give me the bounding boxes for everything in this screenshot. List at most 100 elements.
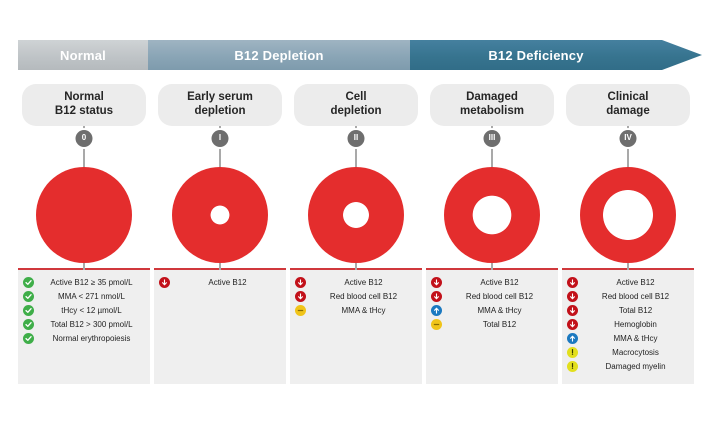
stage-connector: 0 — [18, 125, 150, 162]
marker-label: MMA & tHcy — [477, 305, 522, 315]
stage-title-pill[interactable]: Damaged metabolism — [430, 84, 554, 126]
check-icon — [23, 332, 34, 344]
marker-row: Total B12 — [431, 318, 553, 330]
marker-row: Hemoglobin — [567, 318, 689, 330]
progression-segment-label: B12 Depletion — [234, 47, 324, 63]
stage-title-line1: Damaged — [466, 91, 518, 103]
arrow-up-icon — [567, 332, 578, 344]
warning-icon — [567, 360, 578, 372]
stage-connector: IV — [562, 125, 694, 162]
arrow-down-icon — [567, 304, 578, 316]
marker-label: MMA & tHcy — [341, 305, 386, 315]
stage-title-pill[interactable]: Clinical damage — [566, 84, 690, 126]
arrow-down-icon — [431, 290, 442, 302]
stage-connector: II — [290, 125, 422, 162]
marker-row: Active B12 — [295, 276, 417, 288]
stage-number-badge: 0 — [75, 129, 93, 147]
arrow-down-icon — [159, 276, 170, 288]
check-icon — [23, 304, 34, 316]
stage-connector: III — [426, 125, 558, 162]
marker-label: Normal erythropoiesis — [52, 333, 131, 343]
marker-row: Macrocytosis — [567, 346, 689, 358]
stage-title-line2: depletion — [330, 105, 382, 118]
stage-title-line2: depletion — [194, 105, 246, 118]
marker-label: Total B12 — [482, 319, 517, 329]
marker-row: Damaged myelin — [567, 360, 689, 372]
progression-segment-label: Normal — [60, 47, 106, 63]
marker-row: MMA & tHcy — [567, 332, 689, 344]
marker-row: tHcy < 12 µmol/L — [23, 304, 145, 316]
marker-label: Macrocytosis — [612, 347, 659, 357]
b12-level-donut-wrap — [426, 161, 558, 268]
flat-icon — [295, 304, 306, 316]
progression-arrowhead-icon — [662, 40, 702, 70]
stage-title-line2: B12 status — [54, 105, 114, 118]
stage-connector: I — [154, 125, 286, 162]
marker-label: Active B12 — [616, 277, 655, 287]
stage-title-line1: Early serum — [187, 91, 253, 103]
connector-line — [491, 258, 493, 270]
marker-row: Active B12 ≥ 35 pmol/L — [23, 276, 145, 288]
progression-segment-normal: Normal — [18, 40, 148, 70]
marker-row: Active B12 — [159, 276, 281, 288]
marker-label: Red blood cell B12 — [465, 291, 534, 301]
b12-level-donut — [580, 166, 676, 263]
warning-icon — [567, 346, 578, 358]
marker-label: MMA < 271 nmol/L — [58, 291, 125, 301]
stage-title-pill[interactable]: Early serum depletion — [158, 84, 282, 126]
marker-label: Active B12 — [480, 277, 519, 287]
marker-label: Active B12 ≥ 35 pmol/L — [50, 277, 133, 287]
check-icon — [23, 318, 34, 330]
marker-label: Red blood cell B12 — [329, 291, 398, 301]
arrow-down-icon — [567, 318, 578, 330]
stage-marker-legend: Active B12 ≥ 35 pmol/L MMA < 271 nmol/L tH… — [18, 258, 150, 384]
marker-row: Normal erythropoiesis — [23, 332, 145, 344]
marker-label: Active B12 — [344, 277, 383, 287]
marker-row: Red blood cell B12 — [431, 290, 553, 302]
b12-level-donut — [172, 166, 268, 263]
b12-level-donut — [36, 166, 132, 263]
arrow-down-icon — [295, 290, 306, 302]
marker-row: MMA & tHcy — [295, 304, 417, 316]
connector-line — [355, 258, 357, 270]
b12-level-donut-wrap — [154, 161, 286, 268]
marker-row: Total B12 > 300 pmol/L — [23, 318, 145, 330]
marker-label: Hemoglobin — [614, 319, 657, 329]
arrow-up-icon — [431, 304, 442, 316]
marker-label: Total B12 > 300 pmol/L — [50, 319, 133, 329]
marker-row: Red blood cell B12 — [295, 290, 417, 302]
b12-level-donut — [308, 166, 404, 263]
stage-marker-legend: Active B12 — [154, 258, 286, 384]
marker-label: MMA & tHcy — [613, 333, 658, 343]
check-icon — [23, 290, 34, 302]
stage-number-badge: III — [483, 129, 501, 147]
stage-title-line2: damage — [606, 105, 650, 118]
marker-row: Active B12 — [431, 276, 553, 288]
stage-title-pill[interactable]: Cell depletion — [294, 84, 418, 126]
arrow-down-icon — [567, 276, 578, 288]
marker-label: Damaged myelin — [605, 361, 666, 371]
progression-segment-deficiency: B12 Deficiency — [410, 40, 662, 70]
marker-row: Total B12 — [567, 304, 689, 316]
marker-row: Active B12 — [567, 276, 689, 288]
check-icon — [23, 276, 34, 288]
stage-number-badge: I — [211, 129, 229, 147]
progression-segment-label: B12 Deficiency — [488, 47, 584, 63]
stage-title-line1: Cell — [345, 91, 367, 103]
stage-progression-bar: Normal B12 Depletion B12 Deficiency — [18, 40, 702, 70]
stage-number-badge: IV — [619, 129, 637, 147]
stage-title-line2: metabolism — [460, 105, 524, 118]
marker-row: MMA < 271 nmol/L — [23, 290, 145, 302]
stage-title-line1: Clinical — [607, 91, 649, 103]
arrow-down-icon — [567, 290, 578, 302]
connector-line — [219, 258, 221, 270]
